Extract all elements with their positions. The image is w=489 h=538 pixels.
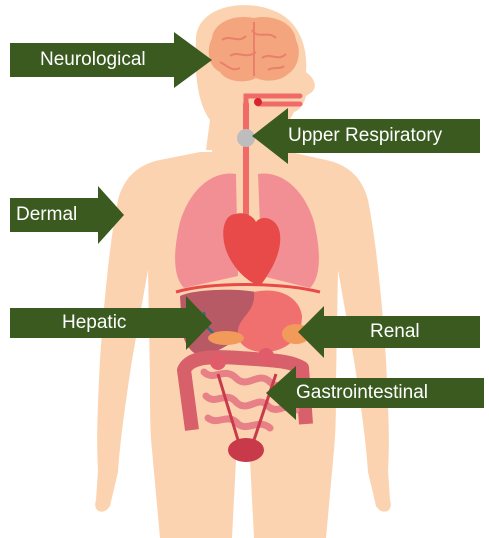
brain — [209, 17, 299, 81]
larynx — [237, 129, 255, 147]
mouth-dot — [254, 98, 262, 106]
bladder — [228, 438, 264, 462]
label-renal: Renal — [370, 321, 420, 342]
arrow-upper-respiratory: Upper Respiratory — [252, 108, 480, 164]
label-dermal: Dermal — [16, 204, 77, 225]
pancreas — [208, 331, 244, 345]
arrow-neurological: Neurological — [10, 32, 212, 88]
arrow-dermal: Dermal — [10, 186, 124, 244]
label-upper-respiratory: Upper Respiratory — [288, 125, 443, 146]
label-gastrointestinal: Gastrointestinal — [296, 382, 428, 403]
label-hepatic: Hepatic — [62, 312, 126, 333]
label-neurological: Neurological — [40, 49, 146, 70]
